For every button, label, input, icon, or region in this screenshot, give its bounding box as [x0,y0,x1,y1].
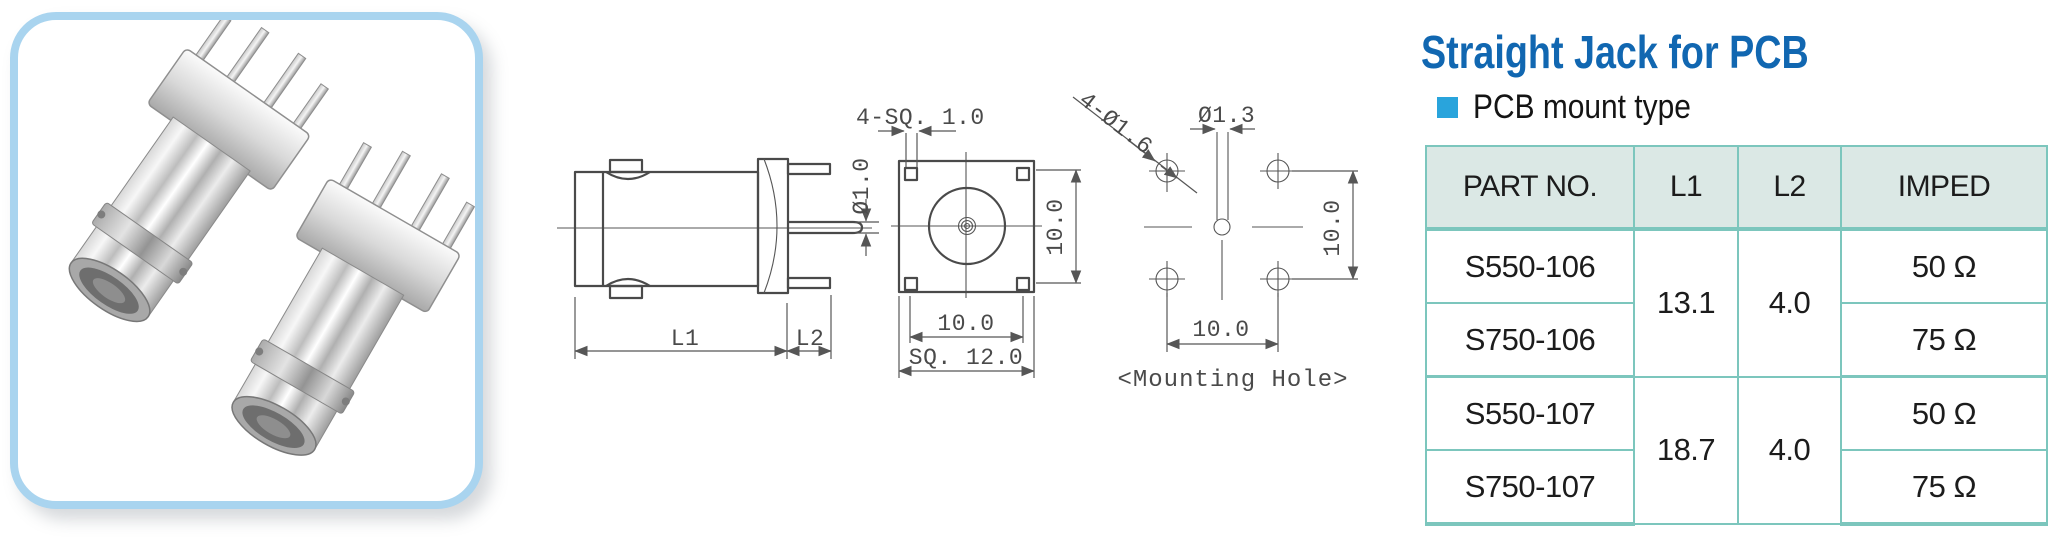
subtitle-label: PCB mount type [1473,88,1691,126]
mounting-hole-caption: <Mounting Hole> [1117,367,1348,394]
imped-cell: 50 Ω [1840,375,2048,451]
side-view-pin-diameter-label: Ø1.0 [849,157,875,214]
part-no-cell: S550-107 [1425,375,1635,451]
col-header-l2: L2 [1737,145,1842,231]
front-view-pitch-horizontal-label: 10.0 [937,311,994,337]
table-row: S550-107 18.7 4.0 50 Ω [1425,375,2048,525]
side-view-drawing: Ø1.0 L1 L2 [557,157,879,359]
imped-cell: 50 Ω [1840,228,2048,304]
connector-left [68,20,330,323]
straight-jack-pcb-connectors-photo [68,20,475,456]
front-view-pitch-vertical-label: 10.0 [1043,198,1069,255]
table-row: S750-106 75 Ω [1425,302,2048,378]
mounting-pitch-horizontal-label: 10.0 [1192,317,1249,343]
table-row: S750-107 75 Ω [1425,449,2048,526]
subtitle-row: PCB mount type [1437,88,1721,127]
table-row: S550-106 13.1 4.0 50 Ω [1425,228,2048,378]
mounting-pitch-vertical-label: 10.0 [1320,199,1346,256]
part-no-cell: S550-106 [1425,228,1635,304]
l2-cell: 4.0 [1737,228,1842,378]
product-photo-frame [10,12,483,509]
side-view-l1-label: L1 [671,326,700,352]
front-view-corner-pins-label: 4-SQ. 1.0 [856,105,985,131]
l2-cell: 4.0 [1737,375,1842,525]
mounting-corner-holes-label: 4-Ø1.6 [1074,87,1158,160]
side-view-l2-label: L2 [796,326,825,352]
front-view-drawing: 4-SQ. 1.0 10.0 10.0 SQ. 12.0 [856,105,1082,378]
col-header-imped: IMPED [1840,145,2048,231]
part-no-cell: S750-106 [1425,302,1635,378]
col-header-part-no: PART NO. [1425,145,1635,231]
page-title: Straight Jack for PCB [1421,25,1809,78]
technical-drawings: Ø1.0 L1 L2 4-SQ. 1.0 10.0 [557,87,1359,394]
part-no-cell: S750-107 [1425,449,1635,526]
l1-cell: 13.1 [1633,228,1739,378]
spec-table-header-row: PART NO. L1 L2 IMPED [1425,145,2048,231]
mounting-center-hole-label: Ø1.3 [1198,103,1255,129]
front-view-flange-size-label: SQ. 12.0 [909,345,1023,371]
imped-cell: 75 Ω [1840,449,2048,526]
mounting-hole-drawing: 4-Ø1.6 Ø1.3 10.0 10.0 <Mounting Hole> [1072,87,1359,394]
col-header-l1: L1 [1633,145,1739,231]
connector-right [231,142,475,456]
l1-cell: 18.7 [1633,375,1739,525]
bullet-square-icon [1437,97,1458,118]
spec-table: PART NO. L1 L2 IMPED S550-106 13.1 4.0 5… [1425,145,2048,526]
imped-cell: 75 Ω [1840,302,2048,378]
